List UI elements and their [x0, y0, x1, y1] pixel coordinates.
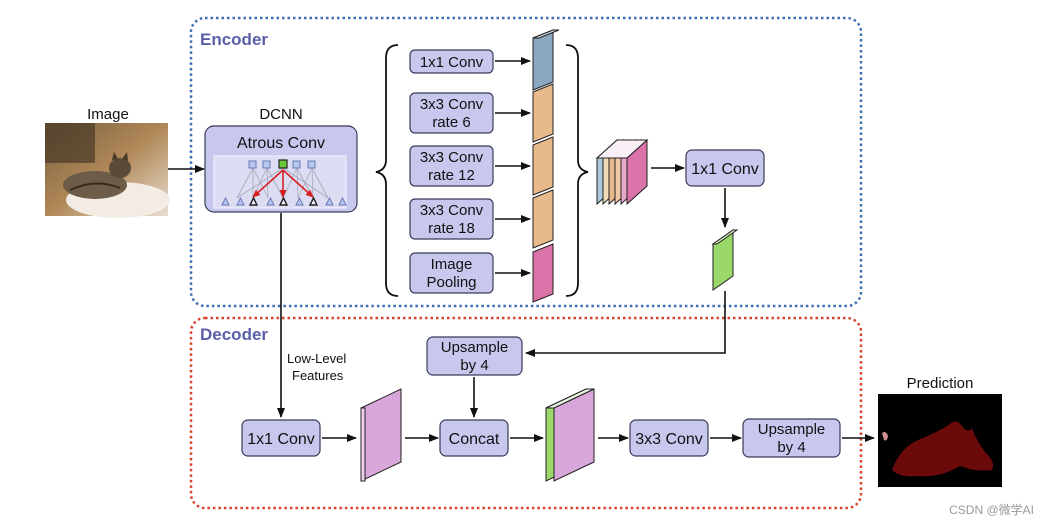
decoder-title: Decoder: [200, 325, 268, 344]
right-brace: [565, 44, 589, 297]
svg-text:3x3 Conv: 3x3 Conv: [420, 202, 484, 219]
input-image: [45, 123, 170, 218]
svg-text:Image: Image: [431, 256, 473, 273]
prediction-mask: [878, 394, 1002, 487]
atrous-conv-illustration: [213, 155, 347, 209]
watermark: CSDN @微学AI: [949, 503, 1034, 517]
svg-text:rate 6: rate 6: [432, 114, 470, 131]
decoder-upsample: [426, 336, 523, 376]
feature-map-rate12: [532, 136, 554, 196]
encoder-1x1-conv-label: 1x1 Conv: [691, 161, 759, 178]
decoder-region: [189, 316, 863, 510]
concat-output-stack: [545, 388, 595, 482]
branch-1x1-conv: 1x1 Conv: [409, 49, 494, 74]
final-upsample-line1: Upsample: [758, 421, 826, 438]
decoder-upsample-line2: by 4: [460, 357, 488, 374]
feature-map-1x1: [532, 29, 560, 91]
decoder-3x3-conv-label: 3x3 Conv: [635, 431, 703, 448]
atrous-conv-label: Atrous Conv: [237, 135, 325, 152]
decoder-3x3-conv: [629, 419, 709, 457]
decoder-upsample-line1: Upsample: [441, 339, 509, 356]
svg-text:3x3 Conv: 3x3 Conv: [420, 96, 484, 113]
arrow-encoder-to-upsample: [525, 291, 726, 357]
low-level-line2: Features: [292, 368, 344, 383]
encoder-1x1-conv: [685, 149, 765, 187]
svg-text:rate 18: rate 18: [428, 220, 475, 237]
final-upsample: [742, 418, 841, 458]
low-level-line1: Low-Level: [287, 351, 346, 366]
low-level-feature: [360, 388, 402, 482]
encoder-region: [189, 16, 863, 308]
decoder-1x1-conv: [241, 419, 321, 457]
left-brace: [375, 44, 399, 297]
branch-3x3-rate6: 3x3 Conv rate 6: [409, 92, 494, 134]
branch-image-pooling: Image Pooling: [409, 252, 494, 294]
encoder-output-feature: [711, 229, 739, 291]
feature-map-rate6: [532, 83, 554, 143]
concat-label: Concat: [449, 431, 500, 448]
feature-map-rate18: [532, 189, 554, 249]
svg-text:Pooling: Pooling: [426, 274, 476, 291]
encoder-title: Encoder: [200, 30, 268, 49]
svg-text:3x3 Conv: 3x3 Conv: [420, 149, 484, 166]
svg-text:1x1 Conv: 1x1 Conv: [420, 54, 484, 71]
final-upsample-line2: by 4: [777, 439, 805, 456]
branch-3x3-rate12: 3x3 Conv rate 12: [409, 145, 494, 187]
feature-map-pooling: [532, 243, 554, 303]
dcnn-label: DCNN: [259, 106, 302, 123]
concat-box: [439, 419, 509, 457]
svg-text:rate 12: rate 12: [428, 167, 475, 184]
branch-3x3-rate18: 3x3 Conv rate 18: [409, 198, 494, 240]
prediction-label: Prediction: [907, 375, 974, 392]
image-label: Image: [87, 106, 129, 123]
branch-arrows: [495, 57, 531, 277]
concatenated-feature-stack: [595, 138, 649, 206]
decoder-1x1-conv-label: 1x1 Conv: [247, 431, 315, 448]
